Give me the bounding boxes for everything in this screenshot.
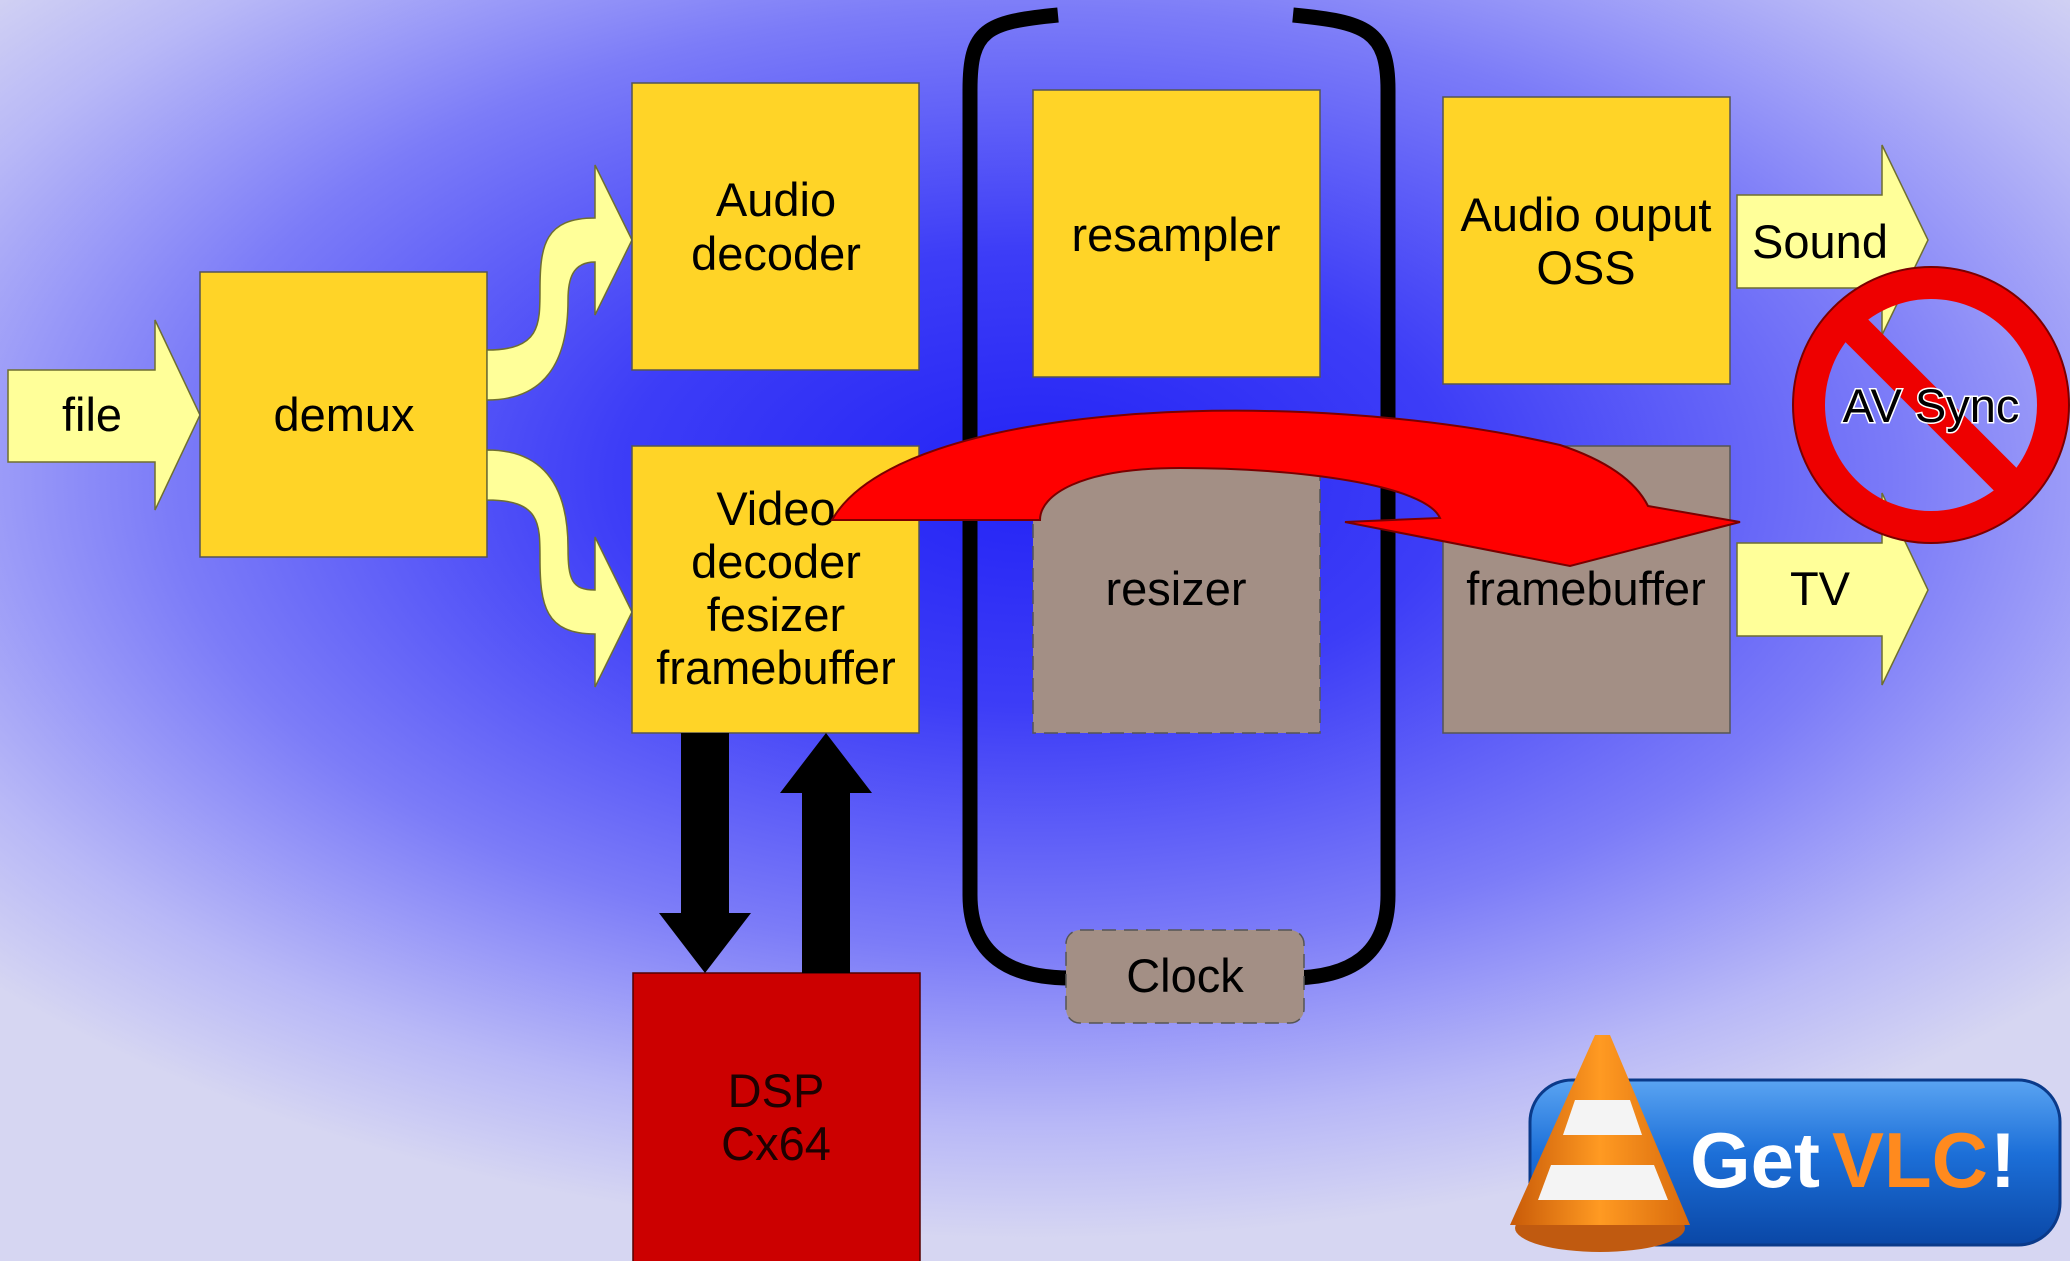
tv-label: TV xyxy=(1790,562,1851,615)
video-decoder-label-3: fesizer xyxy=(707,588,845,641)
resizer-label: resizer xyxy=(1105,562,1246,615)
clock-label: Clock xyxy=(1126,949,1244,1002)
decoder-to-dsp-arrow xyxy=(659,733,751,973)
video-decoder-label-4: framebuffer xyxy=(656,641,895,694)
file-input-arrow: file xyxy=(7,319,201,511)
video-decoder-label-2: decoder xyxy=(691,535,861,588)
audio-output-label-1: Audio ouput xyxy=(1461,188,1712,241)
av-sync-label: AV Sync xyxy=(1843,379,2020,432)
vlc-cone-icon xyxy=(1510,1035,1690,1252)
resizer-block: resizer xyxy=(1032,445,1321,734)
demux-block: demux xyxy=(199,271,488,558)
dsp-label-1: DSP xyxy=(728,1064,825,1117)
get-vlc-badge[interactable]: Get VLC ! xyxy=(1510,1035,2062,1252)
file-label: file xyxy=(62,388,122,441)
audio-output-block: Audio ouput OSS xyxy=(1442,96,1731,385)
audio-decoder-label-2: decoder xyxy=(691,227,861,280)
dsp-label-2: Cx64 xyxy=(721,1117,831,1170)
audio-decoder-label-1: Audio xyxy=(716,173,836,226)
audio-decoder-block: Audio decoder xyxy=(631,82,920,371)
demux-to-video-arrow xyxy=(486,449,633,688)
demux-label: demux xyxy=(273,388,414,441)
vlc-label: VLC xyxy=(1832,1116,1988,1204)
dsp-block: DSP Cx64 xyxy=(632,972,921,1261)
sound-label: Sound xyxy=(1752,215,1888,268)
exclamation-label: ! xyxy=(1990,1116,2016,1204)
dsp-to-decoder-arrow xyxy=(780,733,872,973)
video-decoder-label-1: Video xyxy=(716,482,835,535)
bypass-curved-arrow xyxy=(830,409,1741,568)
resampler-label: resampler xyxy=(1072,208,1281,261)
av-sync-no-sign: AV Sync xyxy=(1792,266,2070,544)
audio-output-label-2: OSS xyxy=(1536,241,1635,294)
resampler-block: resampler xyxy=(1032,89,1321,378)
framebuffer-label: framebuffer xyxy=(1466,562,1705,615)
demux-to-audio-arrow xyxy=(486,164,633,401)
sound-output-arrow: Sound xyxy=(1736,144,1929,336)
clock-block: Clock xyxy=(1065,929,1305,1024)
get-label: Get xyxy=(1690,1116,1820,1204)
video-decoder-block: Video decoder fesizer framebuffer xyxy=(631,445,920,734)
